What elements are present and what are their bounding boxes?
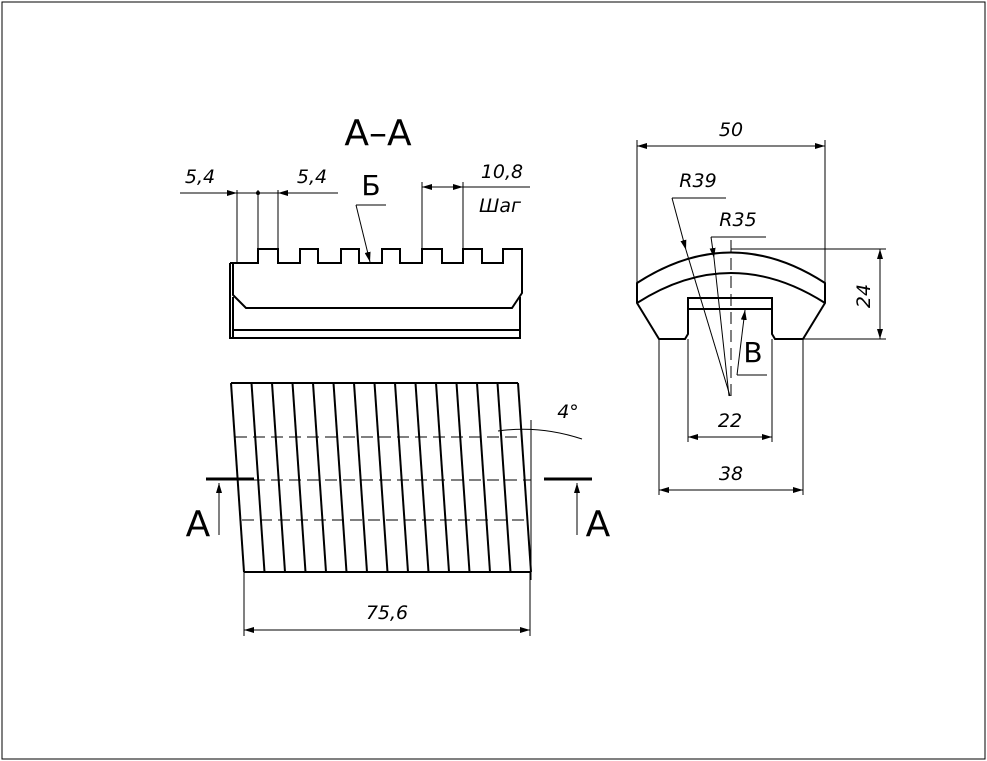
groove-line bbox=[250, 382, 266, 573]
groove-line bbox=[414, 382, 430, 573]
cut-label-left: А bbox=[186, 504, 211, 545]
groove-line bbox=[332, 382, 348, 573]
groove-line bbox=[517, 382, 532, 573]
groove-line bbox=[496, 382, 512, 573]
section-a-a: А–А 5,4 5,4 10,8 Шаг Б bbox=[180, 113, 530, 339]
inner-arc bbox=[636, 272, 826, 304]
groove-line bbox=[312, 382, 327, 573]
dim-length: 75,6 bbox=[366, 602, 408, 624]
groove-line bbox=[476, 382, 491, 573]
dim-radius-outer: R39 bbox=[679, 170, 716, 192]
dim-gap-width: 5,4 bbox=[297, 166, 327, 188]
dim-height: 24 bbox=[853, 284, 875, 308]
side-view: 50 R39 R35 24 В 22 38 bbox=[636, 119, 886, 495]
side-profile bbox=[636, 251, 826, 340]
plan-view: 4° А А 75,6 bbox=[186, 382, 611, 636]
dim-tooth-width: 5,4 bbox=[185, 166, 215, 188]
dim-helix-angle: 4° bbox=[557, 401, 579, 423]
dim-pitch: 10,8 bbox=[481, 161, 523, 183]
groove-line bbox=[435, 382, 450, 573]
dim-base-width: 38 bbox=[719, 463, 743, 485]
groove-line bbox=[291, 382, 307, 573]
dim-width: 50 bbox=[719, 119, 743, 141]
pitch-label: Шаг bbox=[479, 195, 522, 217]
dim-radius-inner: R35 bbox=[719, 209, 756, 231]
section-title: А–А bbox=[344, 113, 412, 154]
helical-grooves bbox=[230, 382, 532, 573]
groove-line bbox=[373, 382, 389, 573]
groove-line bbox=[271, 382, 286, 573]
dim-slot-width: 22 bbox=[718, 410, 742, 432]
groove-line bbox=[394, 382, 409, 573]
groove-line bbox=[455, 382, 471, 573]
base-band bbox=[229, 262, 521, 339]
leader-label-b: Б bbox=[361, 169, 380, 202]
toothed-section-profile bbox=[232, 248, 523, 309]
cut-label-right: А bbox=[586, 504, 611, 545]
groove-line bbox=[353, 382, 368, 573]
leader-label-v: В bbox=[743, 336, 762, 369]
